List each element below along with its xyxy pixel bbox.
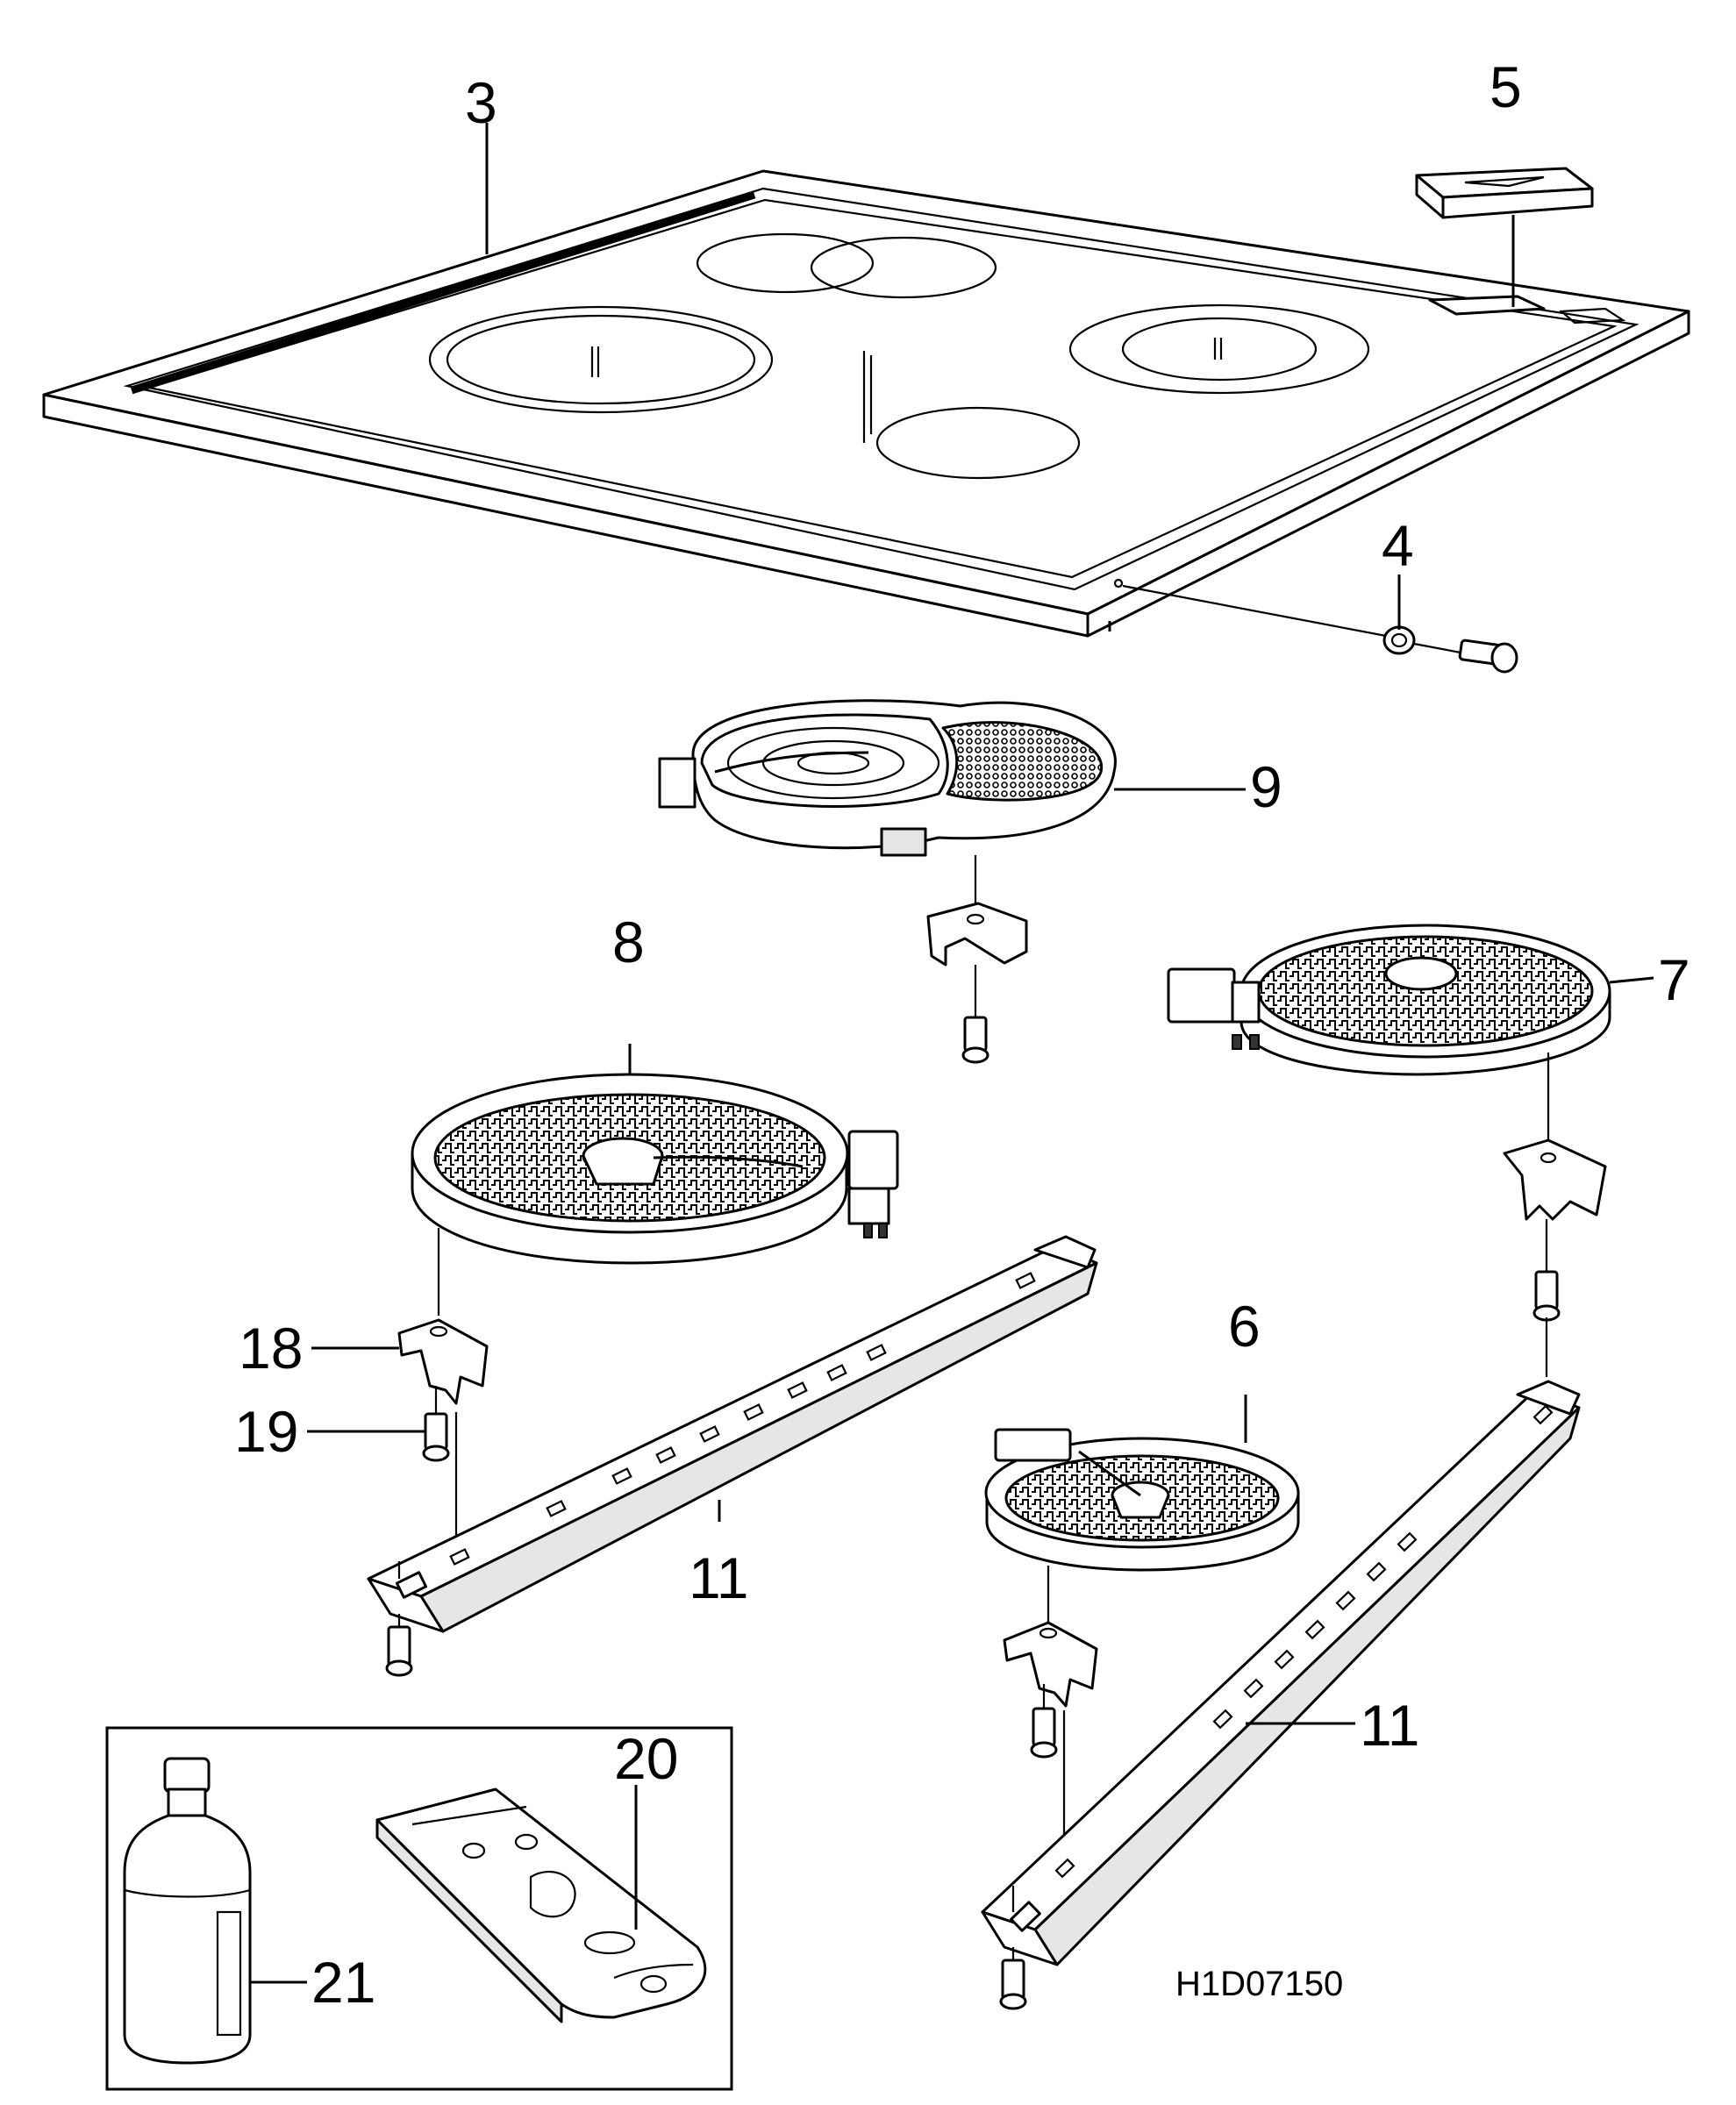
- label-part-6: 6: [1228, 1294, 1261, 1359]
- fixing-screw-assembly: [1122, 584, 1518, 674]
- label-part-18: 18: [239, 1316, 303, 1381]
- round-heating-element-small: [984, 1395, 1300, 1842]
- part-labels: 3 5 4 9 8 7 18 19 6 11 11 20 21 H1D07150: [234, 54, 1690, 2015]
- rail-right-slots: [1054, 1404, 1554, 1879]
- label-part-4: 4: [1382, 513, 1414, 578]
- label-part-11-left: 11: [689, 1545, 749, 1610]
- clip-18: [311, 1318, 489, 1405]
- screw-19: [307, 1386, 458, 1544]
- accessories-box: [105, 1726, 733, 2091]
- round-heating-element-left: [411, 1044, 899, 1316]
- label-part-9: 9: [1250, 754, 1282, 819]
- label-part-7: 7: [1658, 947, 1690, 1012]
- support-rail-right: [981, 1380, 1581, 2010]
- label-part-21: 21: [311, 1950, 375, 2015]
- oval-heating-element: [658, 699, 1246, 1064]
- cleaner-bottle: [123, 1757, 307, 2065]
- hob-glass-top: [42, 169, 1690, 638]
- rail-left-slots: [449, 1272, 1036, 1566]
- glass-scraper: [375, 1785, 707, 2023]
- drawing-code: H1D07150: [1175, 1965, 1343, 2003]
- label-part-8: 8: [612, 910, 645, 974]
- label-part-5: 5: [1490, 54, 1522, 119]
- label-part-3: 3: [465, 70, 497, 135]
- control-plate: [1415, 167, 1594, 307]
- support-rail-left: [367, 1235, 1098, 1677]
- label-part-20: 20: [614, 1726, 678, 1791]
- label-part-11-right: 11: [1360, 1693, 1420, 1758]
- round-heating-element-right: [1167, 924, 1654, 1377]
- label-part-19: 19: [234, 1399, 298, 1464]
